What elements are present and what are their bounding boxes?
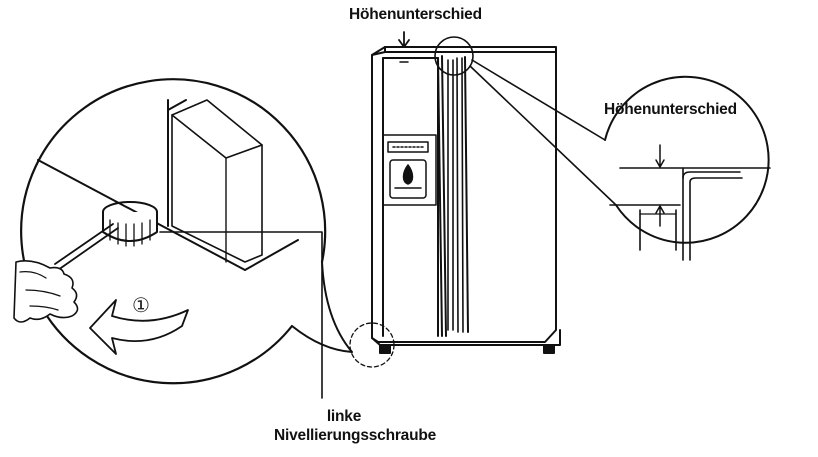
rotation-arrow xyxy=(89,299,189,355)
detail-bubble-left xyxy=(13,78,353,399)
screwdriver xyxy=(54,223,119,271)
door-handle-left xyxy=(447,59,454,331)
detail-circle-left xyxy=(20,78,327,385)
fridge-body xyxy=(371,46,557,343)
cabinet-block xyxy=(171,99,263,263)
zoom-circle-foot xyxy=(349,322,395,368)
foot-left xyxy=(379,344,391,354)
foot-right xyxy=(543,344,555,354)
screw-pointer-line xyxy=(159,231,323,399)
left-leveling-screw-label: linke Nivellierungsschraube xyxy=(274,407,437,445)
step-number-marker: ① xyxy=(132,293,150,317)
left-leveling-screw-label-line2: Nivellierungsschraube xyxy=(274,427,437,444)
height-arrow-detail xyxy=(655,144,665,168)
leveling-screw xyxy=(102,201,158,247)
height-difference-label-top: Höhenunterschied xyxy=(349,6,482,23)
left-leveling-screw-label-line1: linke xyxy=(326,408,362,425)
zoom-circle-top xyxy=(434,36,474,76)
refrigerator xyxy=(349,31,561,368)
dispenser xyxy=(382,134,437,206)
detail-bubble-right xyxy=(469,59,771,261)
fridge-door xyxy=(464,56,469,333)
fridge-base xyxy=(371,329,561,346)
height-arrow-top xyxy=(398,31,410,48)
detail-circle-right xyxy=(604,75,770,244)
door-handle-right xyxy=(456,57,464,333)
height-difference-label-detail: Höhenunterschied xyxy=(604,101,737,118)
